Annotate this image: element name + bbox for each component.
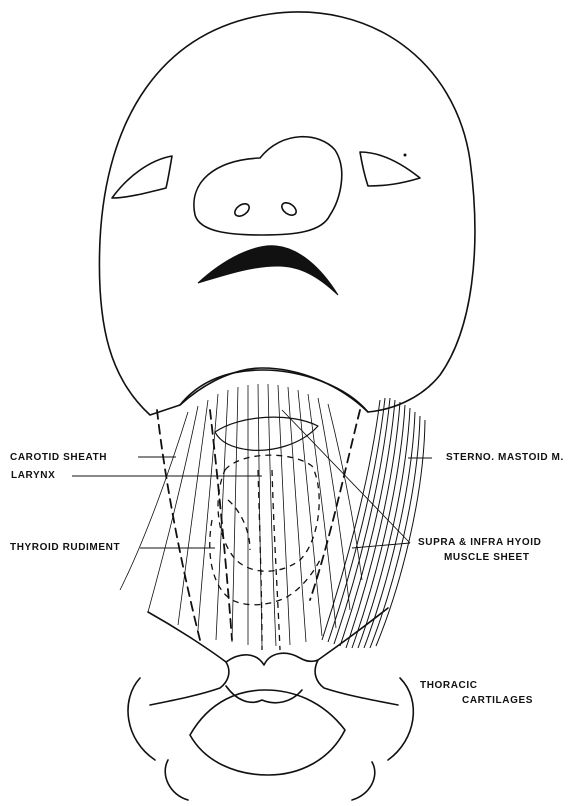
left-nostril xyxy=(233,201,252,218)
label-carotid-sheath: CAROTID SHEATH xyxy=(10,452,107,464)
thoracic-cartilages xyxy=(128,608,413,800)
label-thoracic: THORACIC xyxy=(420,680,478,692)
label-cartilages: CARTILAGES xyxy=(462,695,533,707)
right-nostril xyxy=(280,200,299,217)
carotid-sheath-left xyxy=(157,410,200,640)
nose-outline xyxy=(194,137,342,235)
hyoid-muscle-lines xyxy=(120,384,362,646)
carotid-sheath-right xyxy=(310,410,360,600)
trachea-dash-2 xyxy=(272,470,280,650)
thyroid-inner xyxy=(228,500,250,550)
mouth xyxy=(198,246,338,295)
chin-edge xyxy=(180,368,368,412)
right-eye xyxy=(360,152,420,186)
speck xyxy=(404,154,407,157)
label-thyroid-rudiment: THYROID RUDIMENT xyxy=(10,542,120,554)
label-supra-infra-hyoid: SUPRA & INFRA HYOID xyxy=(418,537,541,549)
label-larynx: LARYNX xyxy=(11,470,55,482)
larynx-outline xyxy=(218,455,319,571)
sterno-mastoid-muscle xyxy=(322,398,425,648)
left-eye xyxy=(112,156,172,198)
label-sterno-mastoid: STERNO. MASTOID M. xyxy=(446,452,564,464)
label-muscle-sheet: MUSCLE SHEET xyxy=(444,552,530,564)
